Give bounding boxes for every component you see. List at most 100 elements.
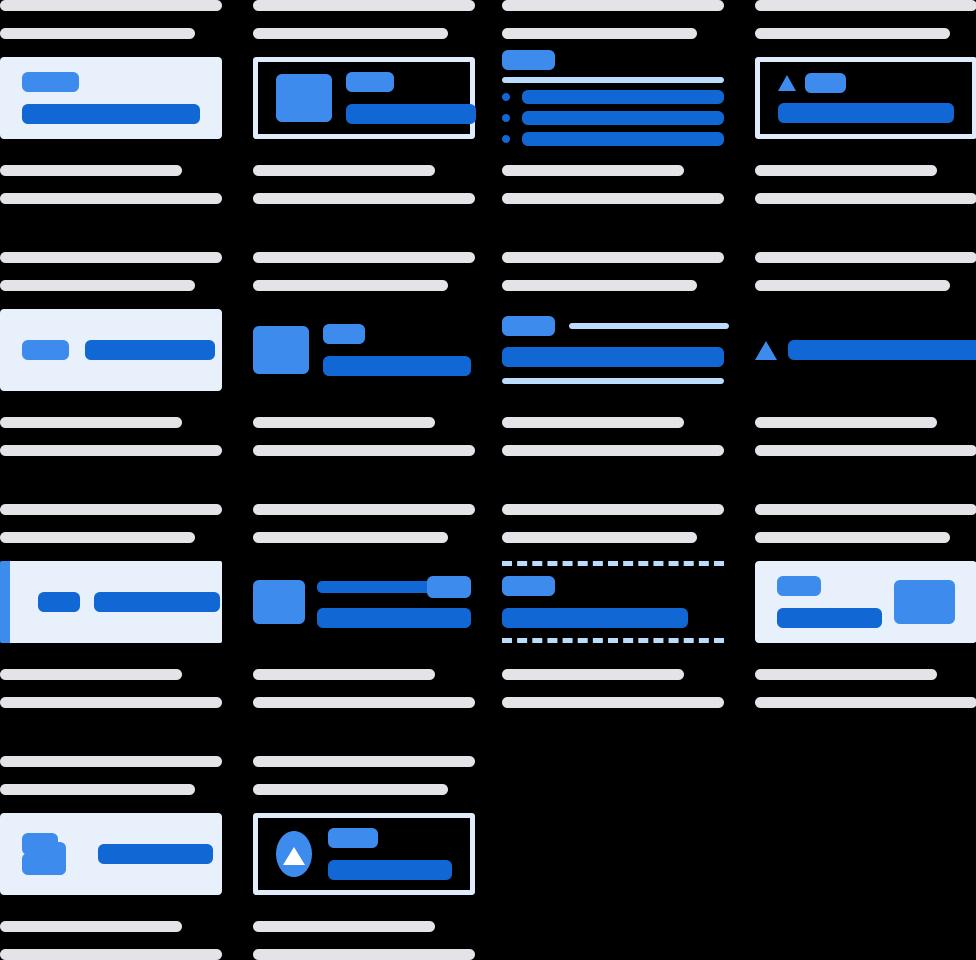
skeleton-lines-above <box>0 756 222 795</box>
component-content <box>276 828 452 880</box>
list-item[interactable] <box>502 132 724 146</box>
component-content <box>22 833 213 875</box>
skeleton-lines-below <box>0 165 222 204</box>
filled-panel-chip-bar[interactable] <box>0 57 222 139</box>
bar-placeholder <box>522 132 724 146</box>
skeleton-lines-below <box>253 921 475 960</box>
bar-placeholder[interactable] <box>346 104 476 124</box>
chip-placeholder[interactable] <box>22 72 79 92</box>
skeleton-line <box>0 28 196 39</box>
skeleton-line <box>253 756 475 767</box>
skeleton-line <box>502 532 698 543</box>
chip-placeholder[interactable] <box>502 316 555 336</box>
skeleton-lines-above <box>755 504 976 543</box>
list-item[interactable] <box>502 111 724 125</box>
chip-placeholder[interactable] <box>502 576 555 596</box>
media-object-overlap-bar[interactable] <box>253 561 475 643</box>
skeleton-line <box>0 921 183 932</box>
skeleton-line <box>755 280 951 291</box>
grid-cell-r3c3 <box>502 504 724 708</box>
list-item[interactable] <box>502 90 724 104</box>
bar-placeholder[interactable] <box>502 608 688 628</box>
skeleton-line <box>502 504 724 515</box>
outlined-panel-thumb-chip-bar[interactable] <box>253 57 476 139</box>
bar-placeholder[interactable] <box>788 340 976 360</box>
bullet-list-block[interactable] <box>502 50 724 146</box>
chip-placeholder[interactable] <box>777 576 821 596</box>
skeleton-line <box>755 669 938 680</box>
warning-inline-bar[interactable] <box>755 309 976 391</box>
bar-placeholder[interactable] <box>38 592 80 612</box>
dashed-rule-block[interactable] <box>502 561 724 643</box>
skeleton-line <box>253 445 475 456</box>
filled-panel-with-trailing-thumb[interactable] <box>755 561 976 643</box>
chip-placeholder[interactable] <box>22 340 69 360</box>
skeleton-line <box>502 417 685 428</box>
thumbnail-placeholder[interactable] <box>253 326 309 374</box>
circle-warning-icon[interactable] <box>276 831 312 877</box>
skeleton-lines-above <box>253 252 475 291</box>
bar-placeholder[interactable] <box>94 592 220 612</box>
bar-placeholder <box>522 90 724 104</box>
chip-placeholder[interactable] <box>805 73 846 93</box>
chip-rule-bar-rule-block[interactable] <box>502 309 729 391</box>
skeleton-lines-above <box>0 0 222 39</box>
bar-placeholder[interactable] <box>98 844 213 864</box>
bullet-dot-icon <box>502 135 510 143</box>
component-content <box>22 340 215 360</box>
chip-placeholder[interactable] <box>328 828 378 848</box>
skeleton-line <box>0 280 196 291</box>
skeleton-line <box>253 0 475 11</box>
chip-placeholder <box>427 576 471 598</box>
skeleton-line <box>253 784 449 795</box>
skeleton-line <box>0 252 222 263</box>
bar-placeholder[interactable] <box>328 860 452 880</box>
thumbnail-placeholder[interactable] <box>894 580 955 624</box>
skeleton-line <box>0 504 222 515</box>
stacked-cards-icon[interactable] <box>22 833 80 875</box>
chip-placeholder[interactable] <box>323 324 365 344</box>
bar-placeholder[interactable] <box>778 103 954 123</box>
skeleton-line <box>755 532 951 543</box>
skeleton-lines-below <box>502 417 724 456</box>
skeleton-line <box>755 28 951 39</box>
left-accent-callout[interactable] <box>0 561 222 643</box>
bullet-dot-icon <box>502 114 510 122</box>
skeleton-line <box>0 417 183 428</box>
skeleton-line <box>0 949 222 960</box>
skeleton-line <box>0 165 183 176</box>
bar-placeholder[interactable] <box>317 608 471 628</box>
skeleton-line <box>0 669 183 680</box>
skeleton-lines-above <box>253 504 475 543</box>
skeleton-lines-above <box>755 252 976 291</box>
component-content <box>38 592 220 612</box>
bar-placeholder[interactable] <box>22 104 200 124</box>
grid-cell-r3c1 <box>0 504 222 708</box>
skeleton-lines-below <box>253 417 475 456</box>
chip-placeholder[interactable] <box>502 50 555 70</box>
text-stack <box>317 576 471 628</box>
bar-placeholder[interactable] <box>85 340 215 360</box>
skeleton-lines-below <box>755 669 976 708</box>
thin-rule <box>569 323 729 329</box>
skeleton-line <box>755 0 976 11</box>
media-object-thumb-chip-bar[interactable] <box>253 309 475 391</box>
grid-cell-r1c4 <box>755 0 976 204</box>
filled-panel-inline-chip-bar[interactable] <box>0 309 222 391</box>
bar-placeholder[interactable] <box>502 347 724 367</box>
chip-placeholder[interactable] <box>346 72 394 92</box>
filled-panel-stack-glyph[interactable] <box>0 813 222 895</box>
thumbnail-placeholder[interactable] <box>276 74 332 122</box>
overlapping-bar-group[interactable] <box>317 576 471 598</box>
outlined-panel-circle-warning[interactable] <box>253 813 475 895</box>
bar-placeholder[interactable] <box>323 356 471 376</box>
outlined-warning-panel[interactable] <box>755 57 976 139</box>
thumbnail-placeholder[interactable] <box>253 580 305 624</box>
component-content <box>276 72 476 124</box>
bar-placeholder[interactable] <box>777 608 882 628</box>
bullet-dot-icon <box>502 93 510 101</box>
skeleton-line <box>755 193 976 204</box>
skeleton-line <box>253 949 475 960</box>
skeleton-line <box>502 669 685 680</box>
